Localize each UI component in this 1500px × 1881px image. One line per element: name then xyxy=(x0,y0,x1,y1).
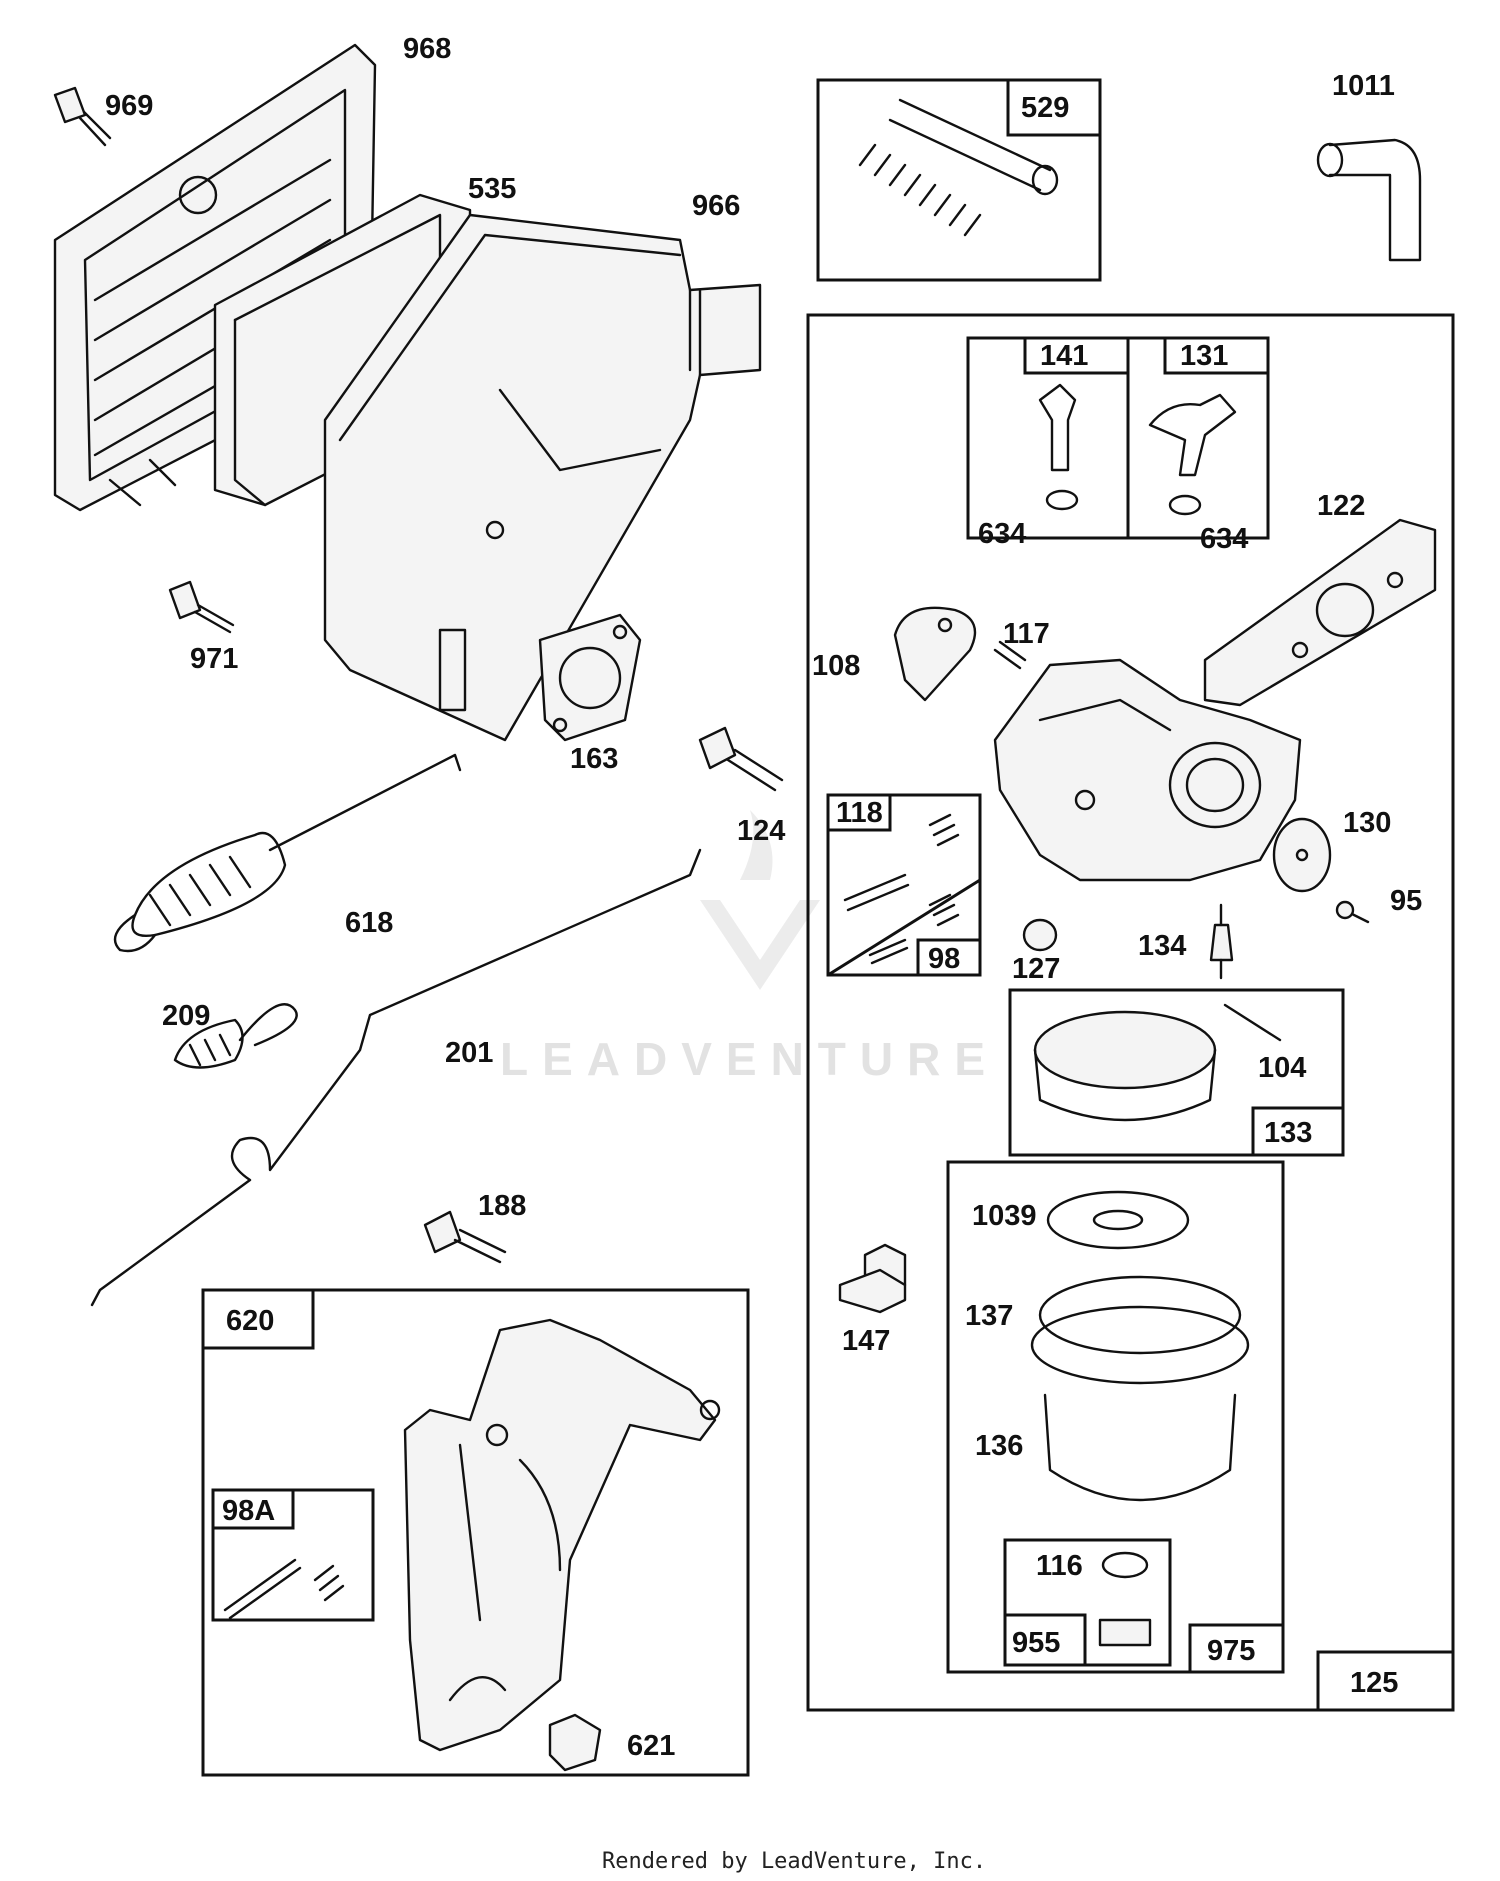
box-label-133: 133 xyxy=(1264,1117,1312,1149)
box-975 xyxy=(946,1160,1285,1674)
label-95: 95 xyxy=(1390,885,1422,917)
label-130: 130 xyxy=(1343,807,1391,839)
box-141-131 xyxy=(966,336,1270,540)
label-127: 127 xyxy=(1012,953,1060,985)
watermark-text: LEADVENTURE xyxy=(500,1033,999,1085)
label-968: 968 xyxy=(403,33,451,65)
box-label-141: 141 xyxy=(1040,340,1088,372)
plate-130 xyxy=(1272,817,1332,893)
label-966: 966 xyxy=(692,190,740,222)
pin-117 xyxy=(993,640,1027,670)
label-137: 137 xyxy=(965,1300,1013,1332)
carburetor-body xyxy=(993,658,1302,882)
label-1039: 1039 xyxy=(972,1200,1037,1232)
box-125 xyxy=(806,313,1455,1712)
label-124: 124 xyxy=(737,815,785,847)
gasket-163 xyxy=(538,613,642,742)
box-529 xyxy=(816,78,1102,282)
label-634-b: 634 xyxy=(1200,523,1248,555)
label-621: 621 xyxy=(627,1730,675,1762)
label-634-a: 634 xyxy=(978,518,1026,550)
box-118-98 xyxy=(826,793,982,977)
spring-618 xyxy=(113,753,462,953)
watermark: LEADVENTURE xyxy=(500,810,999,1085)
footer-credit: Rendered by LeadVenture, Inc. xyxy=(602,1849,986,1874)
box-133 xyxy=(1008,988,1345,1157)
label-188: 188 xyxy=(478,1190,526,1222)
box-label-131: 131 xyxy=(1180,340,1228,372)
label-969: 969 xyxy=(105,90,153,122)
box-label-620: 620 xyxy=(226,1305,274,1337)
label-117: 117 xyxy=(1003,618,1050,650)
label-618: 618 xyxy=(345,907,393,939)
label-116: 116 xyxy=(1036,1550,1083,1582)
box-label-125: 125 xyxy=(1350,1667,1398,1699)
clip-621 xyxy=(548,1713,602,1772)
screw-971 xyxy=(168,580,235,634)
label-209: 209 xyxy=(162,1000,210,1032)
label-136: 136 xyxy=(975,1430,1023,1462)
label-201: 201 xyxy=(445,1037,493,1069)
spring-209 xyxy=(173,1003,298,1069)
label-971: 971 xyxy=(190,643,238,675)
box-label-955: 955 xyxy=(1012,1627,1060,1659)
box-620 xyxy=(201,1288,750,1777)
label-163: 163 xyxy=(570,743,618,775)
label-108: 108 xyxy=(812,650,860,682)
link-201 xyxy=(90,848,702,1307)
label-1011: 1011 xyxy=(1332,70,1395,102)
box-label-98: 98 xyxy=(928,943,960,975)
label-134: 134 xyxy=(1138,930,1186,962)
label-104: 104 xyxy=(1258,1052,1306,1084)
spacer-122 xyxy=(1203,518,1437,707)
screw-969 xyxy=(53,86,112,147)
bolt-124 xyxy=(698,726,784,792)
screw-95 xyxy=(1335,900,1370,924)
air-cleaner-cover-966 xyxy=(323,213,762,742)
hose-1011 xyxy=(1316,138,1422,262)
bolt-188 xyxy=(423,1210,507,1264)
label-122: 122 xyxy=(1317,490,1365,522)
plug-127 xyxy=(1022,918,1058,952)
box-label-118: 118 xyxy=(836,797,883,829)
fitting-147 xyxy=(838,1243,907,1314)
box-label-529: 529 xyxy=(1021,92,1069,124)
label-535: 535 xyxy=(468,173,516,205)
needle-134 xyxy=(1209,903,1234,980)
box-label-98a: 98A xyxy=(222,1495,275,1527)
label-147: 147 xyxy=(842,1325,890,1357)
box-label-975: 975 xyxy=(1207,1635,1255,1667)
plate-108 xyxy=(893,606,977,702)
